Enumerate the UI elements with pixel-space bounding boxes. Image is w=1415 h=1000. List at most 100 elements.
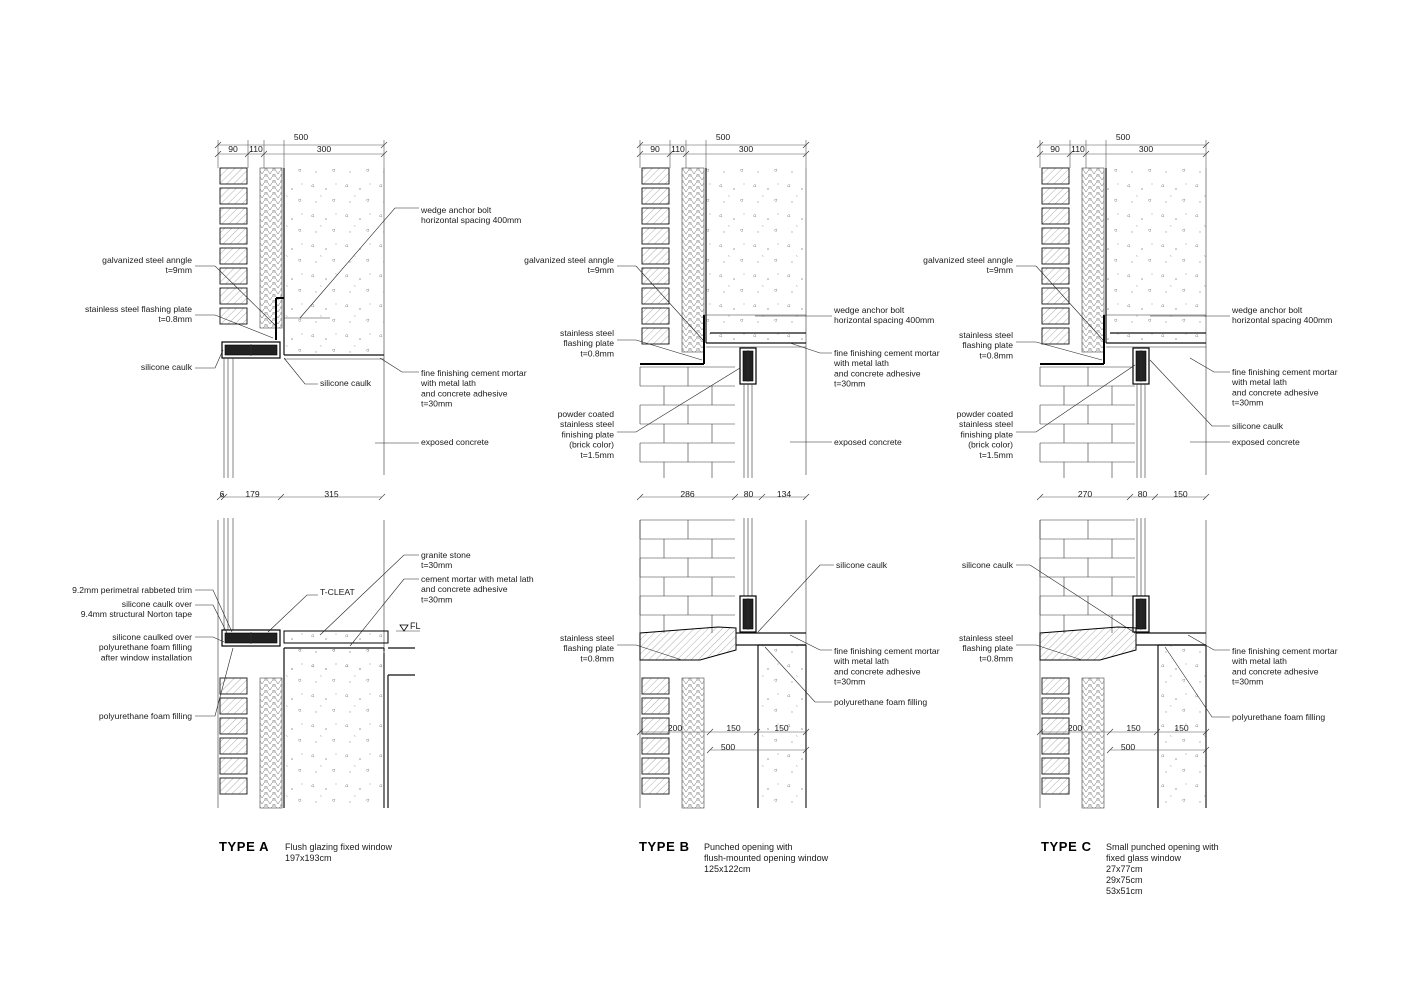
label-wedge-anchor-line: horizontal spacing 400mm	[421, 215, 521, 225]
label-foam-filling-line: polyurethane foam filling	[99, 711, 192, 721]
type-label: TYPE B	[639, 839, 690, 854]
brick	[219, 307, 248, 325]
label-wedge-anchor-line: horizontal spacing 400mm	[1232, 315, 1332, 325]
dimension-value: 179	[245, 489, 260, 499]
dimension-value: 110	[671, 144, 685, 154]
label-mortar-line: with metal lath	[1231, 377, 1287, 387]
dimension-tick	[706, 746, 714, 754]
insulation	[681, 677, 705, 809]
dimension-value: 300	[1139, 144, 1154, 154]
label-silicone-caulk: silicone caulk	[141, 362, 193, 372]
label-foam-filling: polyurethane foam filling	[1232, 712, 1325, 722]
brick	[641, 247, 670, 265]
label-foam-filling: polyurethane foam filling	[834, 697, 927, 707]
label-mortar-line: and concrete adhesive	[834, 368, 921, 378]
label-exposed-concrete-line: exposed concrete	[1232, 437, 1300, 447]
label-norton-tape-line: silicone caulk over	[122, 599, 192, 609]
brick	[641, 677, 670, 695]
brick	[641, 207, 670, 225]
dimension-tick	[636, 493, 644, 501]
dimension-tick	[216, 493, 224, 501]
sill-stone	[1039, 626, 1137, 661]
dimension-value: 200	[668, 723, 683, 733]
sill-stone	[639, 626, 737, 661]
leader-line	[319, 554, 419, 636]
label-sill-flashing-line: flashing plate	[563, 643, 614, 653]
insulation	[1081, 167, 1105, 353]
label-cement-mortar-line: and concrete adhesive	[421, 584, 508, 594]
brick	[641, 777, 670, 795]
insulation	[259, 677, 283, 809]
dimension-tick	[1036, 728, 1044, 736]
leader-line	[757, 564, 834, 633]
dimension-value: 300	[317, 144, 332, 154]
brick	[1041, 247, 1070, 265]
label-sill-caulk: silicone caulk	[962, 560, 1014, 570]
brick	[1041, 737, 1070, 755]
label-powder-plate-line: stainless steel	[560, 419, 614, 429]
dimension-value: 150	[1174, 723, 1189, 733]
brick	[641, 697, 670, 715]
brick	[219, 777, 248, 795]
concrete-base	[758, 645, 806, 808]
label-mortar-line: and concrete adhesive	[421, 388, 508, 398]
dimension-value: 90	[1050, 144, 1060, 154]
label-steel-angle-line: galvanized steel anngle	[923, 255, 1013, 265]
label-sill-flashing-line: flashing plate	[962, 643, 1013, 653]
label-granite-line: granite stone	[421, 550, 471, 560]
label-sill-caulk-line: silicone caulk	[962, 560, 1014, 570]
brick	[1041, 697, 1070, 715]
type-caption: 27x77cm	[1106, 864, 1143, 874]
label-sill-flashing-line: t=0.8mm	[580, 653, 614, 663]
label-mortar-line: t=30mm	[1232, 398, 1263, 408]
dimension-value: 150	[726, 723, 741, 733]
dimension-total: 500	[1121, 742, 1136, 752]
dimension-value: 300	[739, 144, 754, 154]
brick-elevation	[639, 366, 735, 478]
label-mortar-line: t=30mm	[421, 399, 452, 409]
label-sill-flashing-line: t=0.8mm	[979, 653, 1013, 663]
label-mortar-line: t=30mm	[834, 379, 865, 389]
label-wedge-anchor-line: wedge anchor bolt	[833, 305, 905, 315]
label-mortar-line: fine finishing cement mortar	[1232, 367, 1338, 377]
brick	[219, 737, 248, 755]
brick	[1041, 267, 1070, 285]
brick	[219, 757, 248, 775]
type-caption: 125x122cm	[704, 864, 751, 874]
brick	[1041, 777, 1070, 795]
dimension-value: 110	[249, 144, 263, 154]
leader-line	[267, 594, 318, 633]
leader-line	[1016, 564, 1136, 634]
dimension-tick	[1151, 493, 1159, 501]
brick	[219, 717, 248, 735]
dimension-tick	[636, 728, 644, 736]
brick	[219, 167, 248, 185]
insulation	[259, 167, 283, 329]
brick	[641, 227, 670, 245]
label-caulked-foam-line: after window installation	[101, 652, 192, 662]
leader-line	[379, 357, 419, 373]
label-powder-plate-line: t=1.5mm	[580, 450, 614, 460]
label-steel-angle-line: t=9mm	[165, 265, 192, 275]
label-flashing-line: stainless steel flashing plate	[85, 304, 192, 314]
label-silicone-caulk: silicone caulk	[836, 560, 888, 570]
label-cement-mortar-line: t=30mm	[421, 594, 452, 604]
insulation	[681, 167, 705, 353]
dimension-total: 500	[294, 132, 309, 142]
leader-line	[1149, 359, 1230, 427]
label-sill-mortar-line: with metal lath	[833, 656, 889, 666]
brick	[219, 207, 248, 225]
label-flashing-line: t=0.8mm	[979, 350, 1013, 360]
label-mortar-line: with metal lath	[420, 378, 476, 388]
